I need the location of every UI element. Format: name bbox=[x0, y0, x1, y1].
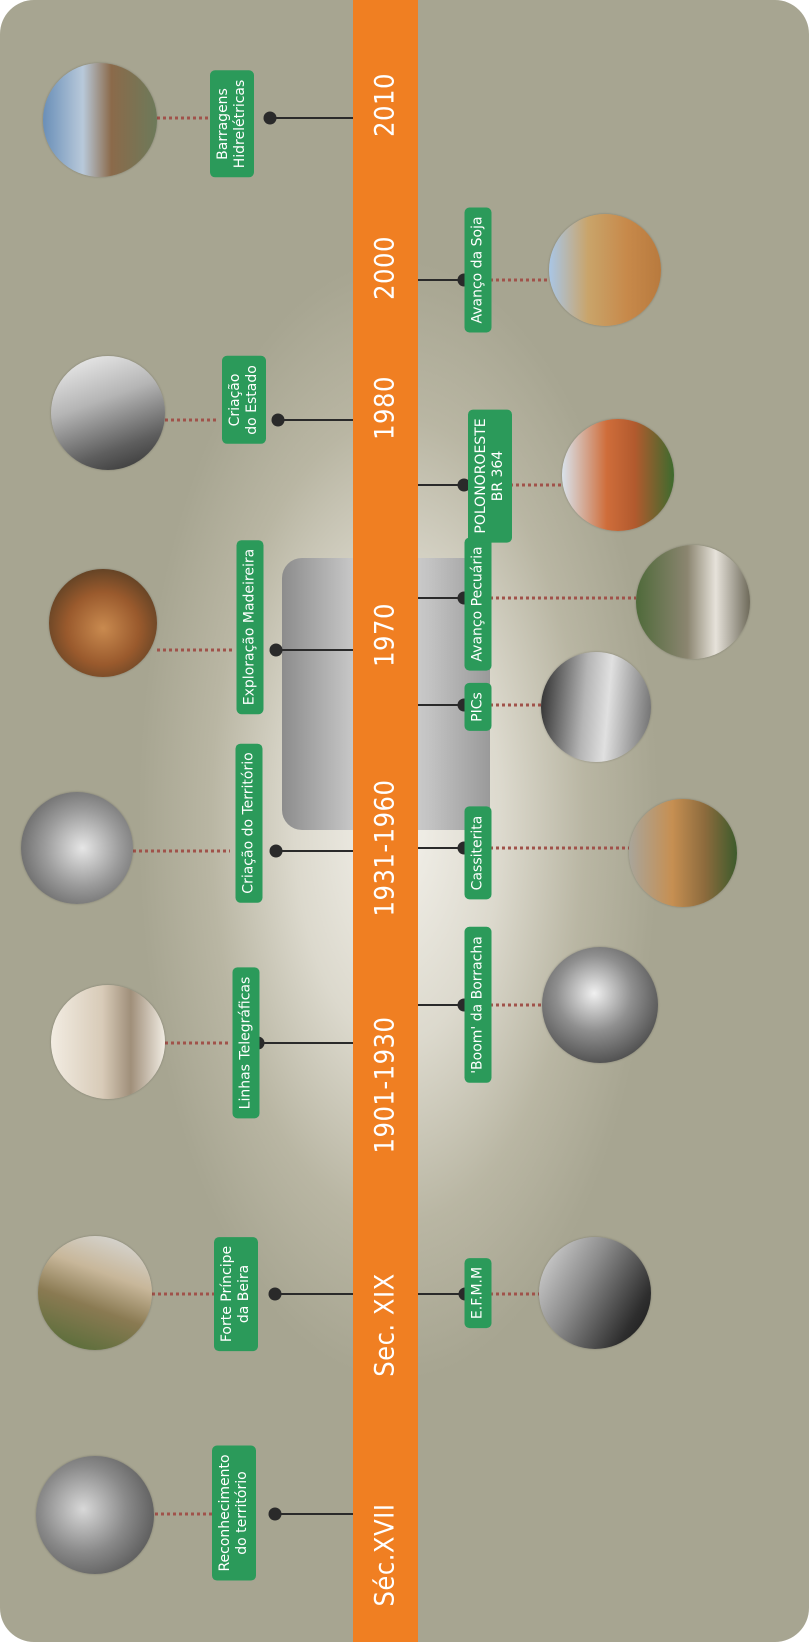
timeline-axis bbox=[353, 0, 418, 1642]
event-label-line: Exploração Madeireira bbox=[241, 548, 258, 706]
event-connector bbox=[418, 591, 636, 605]
event-label-line: BR 364 bbox=[490, 450, 506, 502]
event-label-linhas: Linhas Telegráficas bbox=[232, 967, 260, 1119]
connector-dot bbox=[268, 1287, 282, 1301]
period-label-sec-xix: Sec. XIX bbox=[369, 1273, 401, 1377]
period-label-2000: 2000 bbox=[369, 236, 401, 300]
event-label-line: Avanço Pecuária bbox=[469, 546, 486, 662]
event-label-line: Barragens bbox=[215, 88, 231, 160]
photo-borracha bbox=[542, 947, 658, 1063]
event-connector bbox=[157, 643, 353, 657]
photo-estado bbox=[51, 356, 165, 470]
event-label-line: Linhas Telegráficas bbox=[237, 976, 254, 1110]
photo-linhas bbox=[51, 985, 165, 1099]
event-label-line: E.F.M.M bbox=[469, 1266, 486, 1320]
photo-pecuaria bbox=[636, 545, 750, 659]
photo-territorio bbox=[21, 792, 133, 904]
connector-dot bbox=[269, 643, 283, 657]
event-label-polonoroeste: POLONOROESTE BR 364 bbox=[468, 409, 512, 543]
connector-dot bbox=[263, 111, 277, 125]
period-label-1970: 1970 bbox=[369, 603, 401, 667]
event-connector bbox=[133, 844, 353, 858]
event-label-cassiterita: Cassiterita bbox=[464, 806, 492, 900]
event-label-line: Avanço da Soja bbox=[469, 216, 486, 324]
event-label-barragens: Barragens Hidrelétricas bbox=[210, 70, 254, 178]
event-label-forte: Forte Príncipe da Beira bbox=[214, 1236, 258, 1352]
photo-barragens bbox=[43, 63, 157, 177]
event-label-line: Criação do Território bbox=[240, 752, 257, 894]
event-label-line: Reconhecimento bbox=[217, 1454, 233, 1572]
event-label-line: Forte Príncipe bbox=[219, 1245, 235, 1343]
connector-dot bbox=[268, 1507, 282, 1521]
event-label-pics: PICs bbox=[464, 683, 492, 731]
event-label-territorio: Criação do Território bbox=[235, 743, 263, 903]
period-label-1901-1930: 1901-1930 bbox=[369, 1016, 401, 1154]
event-connector bbox=[418, 841, 629, 855]
event-label-line: Criação bbox=[227, 373, 243, 427]
event-label-line: Hidrelétricas bbox=[232, 79, 248, 169]
event-connector bbox=[155, 1507, 353, 1521]
connector-dot bbox=[457, 478, 471, 492]
event-connector bbox=[152, 1287, 353, 1301]
period-label-1931-1960: 1931-1960 bbox=[369, 779, 401, 917]
event-label-pecuaria: Avanço Pecuária bbox=[464, 537, 492, 671]
photo-pics bbox=[541, 652, 651, 762]
event-label-reconhecimento: Reconhecimento do território bbox=[212, 1445, 256, 1581]
photo-madeireira bbox=[49, 569, 157, 677]
photo-reconhecimento bbox=[36, 1456, 154, 1574]
event-label-line: PICs bbox=[469, 692, 486, 722]
event-label-line: do Estado bbox=[244, 365, 260, 435]
event-connector bbox=[165, 413, 353, 427]
event-connector bbox=[157, 111, 353, 125]
photo-soja bbox=[549, 214, 661, 326]
connector-dot bbox=[271, 413, 285, 427]
connector-dot bbox=[269, 844, 283, 858]
photo-cassiterita bbox=[629, 799, 737, 907]
event-connector bbox=[418, 478, 562, 492]
event-label-line: da Beira bbox=[236, 1264, 252, 1324]
photo-forte bbox=[38, 1236, 152, 1350]
event-label-soja: Avanço da Soja bbox=[464, 207, 492, 333]
period-label-sec-xvii: Séc.XVII bbox=[369, 1503, 401, 1607]
period-label-1980: 1980 bbox=[369, 376, 401, 440]
photo-efmm bbox=[539, 1237, 651, 1349]
event-label-borracha: 'Boom' da Borracha bbox=[464, 927, 492, 1083]
event-label-line: POLONOROESTE bbox=[473, 418, 489, 534]
photo-polonoroeste bbox=[562, 419, 674, 531]
event-label-line: 'Boom' da Borracha bbox=[469, 936, 486, 1074]
event-label-efmm: E.F.M.M bbox=[464, 1257, 492, 1329]
event-label-line: Cassiterita bbox=[469, 815, 486, 891]
event-label-estado: Criação do Estado bbox=[222, 356, 266, 444]
period-label-2010: 2010 bbox=[369, 73, 401, 137]
event-label-line: do território bbox=[234, 1471, 250, 1555]
event-label-madeireira: Exploração Madeireira bbox=[236, 539, 264, 715]
